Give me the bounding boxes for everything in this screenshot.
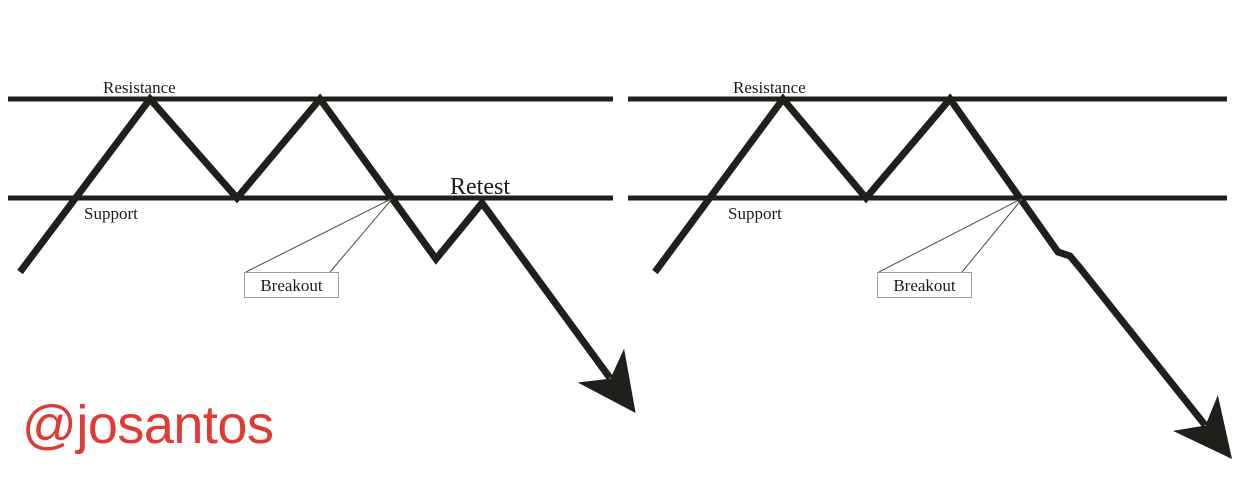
left-support-label: Support <box>84 204 138 223</box>
right-resistance-label: Resistance <box>733 78 806 97</box>
left-panel <box>8 93 636 414</box>
left-resistance-label: Resistance <box>103 78 176 97</box>
left-price-path <box>17 93 636 414</box>
author-watermark: @josantos <box>22 395 274 455</box>
left-breakout-leader-2 <box>329 198 393 273</box>
left-breakout-leader-1 <box>245 198 392 273</box>
right-support-label: Support <box>728 204 782 223</box>
right-breakout-callout[interactable]: Breakout <box>877 272 972 298</box>
right-breakout-leader-1 <box>878 198 1022 273</box>
right-panel <box>628 93 1233 459</box>
right-price-path <box>652 93 1233 459</box>
right-breakout-callout-label: Breakout <box>893 275 956 295</box>
left-retest-label: Retest <box>450 174 510 200</box>
left-breakout-callout-label: Breakout <box>260 275 323 295</box>
right-breakout-leader-2 <box>961 198 1023 273</box>
left-breakout-callout[interactable]: Breakout <box>244 272 339 298</box>
